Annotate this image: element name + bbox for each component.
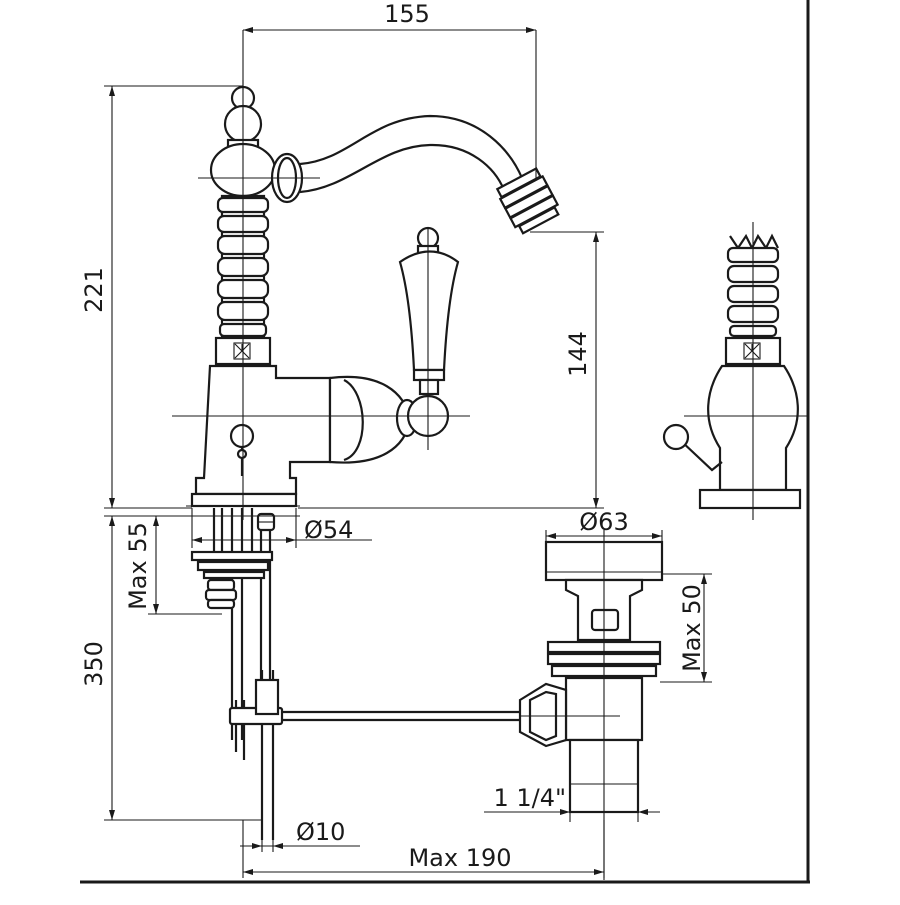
dim-label-63: Ø63: [579, 508, 628, 536]
side-view-center-lines: [684, 222, 808, 520]
dimension-max-reach: Max 190: [242, 820, 605, 878]
dim-label-155: 155: [384, 0, 430, 28]
dim-label-54: Ø54: [304, 516, 353, 544]
center-lines: [172, 80, 470, 520]
dimension-waste-max-height: Max 50: [660, 573, 712, 683]
dim-label-thread: 1 1/4": [493, 784, 566, 812]
dimension-total-height: 221: [80, 85, 243, 509]
dimension-spout-height: 144: [298, 231, 604, 509]
dim-label-max-190: Max 190: [408, 844, 511, 872]
faucet-side-view: [662, 233, 802, 510]
drawing-frame: [80, 0, 810, 884]
dim-label-221: 221: [80, 267, 108, 313]
faucet-front-view: [186, 85, 560, 508]
dimension-spout-reach: 155: [242, 0, 537, 180]
dimension-base-diameter: Ø54: [191, 508, 372, 548]
dim-label-max-50: Max 50: [678, 584, 706, 672]
dimension-max-thickness: Max 55: [124, 515, 222, 615]
dim-label-350: 350: [80, 641, 108, 687]
dim-label-144: 144: [564, 331, 592, 377]
dimension-rod-diameter: Ø10: [240, 818, 360, 852]
dim-label-10: Ø10: [296, 818, 345, 846]
waste-assembly: [518, 540, 664, 814]
dimension-waste-thread: 1 1/4": [484, 784, 660, 822]
under-counter-assembly: [190, 508, 520, 840]
dimension-waste-diameter: Ø63: [545, 508, 663, 542]
dim-label-max-55: Max 55: [124, 522, 152, 610]
dimension-rod-length: 350: [80, 516, 262, 821]
